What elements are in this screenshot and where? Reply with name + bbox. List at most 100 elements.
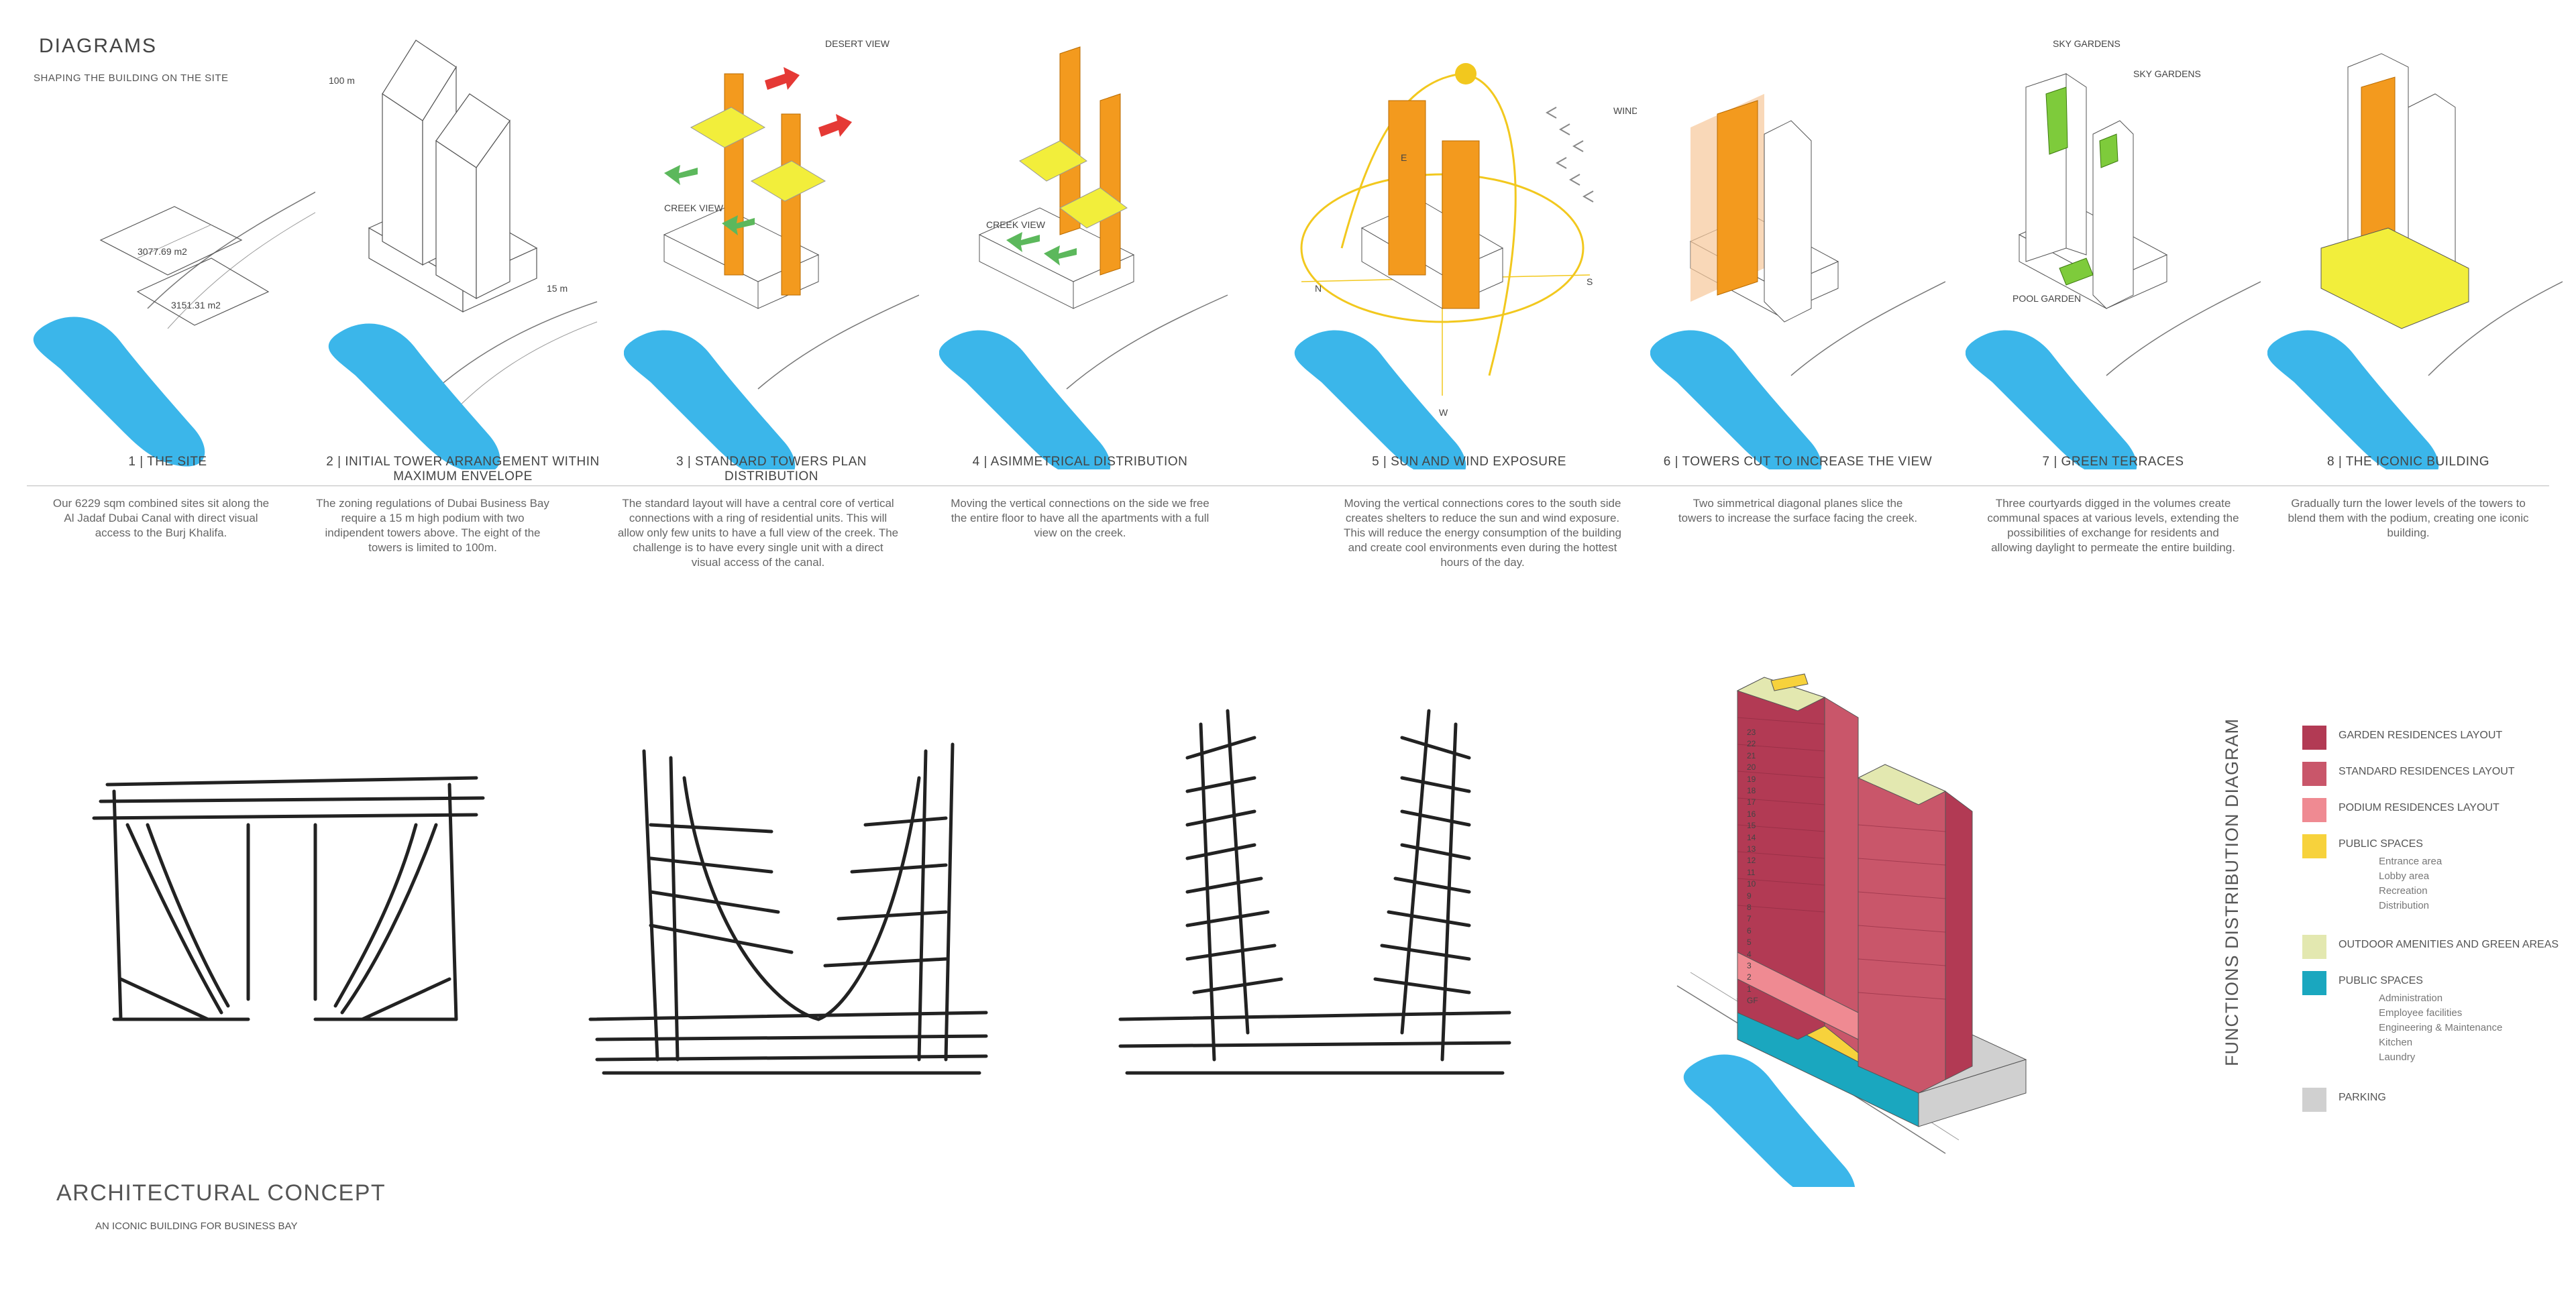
sky-garden-icon [2045,87,2068,155]
floor-number: 20 [1747,762,1756,773]
floor-number: 13 [1747,844,1756,854]
concept-sketch-3 [1118,709,1511,1075]
desert-view-arrow-icon [765,67,800,90]
floor-number: 5 [1747,937,1752,948]
caption-towers-cut: 6 | TOWERS CUT TO INCREASE THE VIEW [1663,455,1933,469]
compass-north: N [1315,283,1322,294]
legend-label: PARKING [2339,1092,2386,1103]
floor-number: GF [1747,996,1758,1006]
sky-gardens-label-1: SKY GARDENS [2053,38,2121,49]
wind-label: WIND [1613,105,1637,116]
floor-number: 10 [1747,879,1756,889]
sun-icon [1455,63,1477,84]
description-site: Our 6229 sqm combined sites sit along th… [52,497,270,539]
floor-number: 18 [1747,786,1756,795]
floor-number: 9 [1747,891,1752,901]
legend-swatch [2302,935,2326,959]
panel-sun-wind: N S W E WIND [1288,27,1637,469]
creek-view-arrow-icon [1006,232,1040,252]
sky-garden-icon [2099,133,2118,168]
site-area-top: 3077.69 m2 [138,246,187,257]
description-initial-tower: The zoning regulations of Dubai Business… [316,497,549,554]
legend-label: STANDARD RESIDENCES LAYOUT [2339,766,2515,777]
desert-view-label: DESERT VIEW [825,38,890,49]
legend-label: GARDEN RESIDENCES LAYOUT [2339,730,2503,741]
architectural-concept-subtitle: AN ICONIC BUILDING FOR BUSINESS BAY [95,1220,298,1232]
legend-swatch [2302,834,2326,858]
floor-number: 4 [1747,949,1752,959]
floor-number: 7 [1747,914,1752,924]
floor-number: 17 [1747,797,1756,807]
canal-water-icon [939,330,1111,469]
canal-water-icon [1966,330,2137,469]
panel-towers-cut [1650,27,1945,469]
floor-number: 22 [1747,739,1756,749]
creek-view-arrow-icon [722,215,755,235]
legend-sub-item: Engineering & Maintenance [2379,1022,2503,1033]
functions-building-diagram [1676,673,2027,1187]
legend-swatch [2302,971,2326,995]
concept-sketch-2 [588,742,988,1075]
floor-number: 12 [1747,856,1756,866]
sky-gardens-label-2: SKY GARDENS [2133,68,2201,79]
legend-sub-item: Employee facilities [2379,1007,2463,1019]
pool-garden-icon [2059,258,2094,286]
canal-water-icon [33,317,205,467]
legend-sub-item: Kitchen [2379,1037,2413,1048]
legend-label: PUBLIC SPACES [2339,975,2423,986]
canal-water-icon [2267,330,2439,469]
functions-diagram-title: FUNCTIONS DISTRIBUTION DIAGRAM [2222,718,2242,1066]
creek-view-arrow-icon [664,165,698,185]
legend-sub-item: Administration [2379,992,2443,1004]
site-area-bottom: 3151.31 m2 [171,300,221,310]
floor-number: 6 [1747,925,1752,935]
floor-number: 19 [1747,774,1756,784]
legend-swatch [2302,726,2326,750]
height-15m-label: 15 m [547,283,568,294]
canal-water-icon [1650,330,1822,469]
diagrams-subtitle: SHAPING THE BUILDING ON THE SITE [34,72,229,84]
description-green-terraces: Three courtyards digged in the volumes c… [1987,497,2239,554]
description-iconic-building: Gradually turn the lower levels of the t… [2288,497,2529,539]
floor-number: 8 [1747,903,1752,912]
legend-swatch [2302,762,2326,786]
caption-asymmetrical: 4 | ASIMMETRICAL DISTRIBUTION [972,455,1188,469]
legend-sub-item: Distribution [2379,900,2430,911]
floor-number: 14 [1747,832,1756,842]
description-standard-plan: The standard layout will have a central … [617,497,899,569]
legend-label: PUBLIC SPACES [2339,838,2423,850]
wind-arrows-icon [1545,107,1594,203]
panel-asymmetrical: CREEK VIEW [939,27,1234,469]
compass-west: W [1439,407,1448,418]
floor-number: 2 [1747,972,1752,982]
compass-east: E [1401,152,1407,163]
legend-sub-item: Recreation [2379,885,2428,897]
caption-iconic-building: 8 | THE ICONIC BUILDING [2326,455,2489,469]
caption-green-terraces: 7 | GREEN TERRACES [2042,455,2184,469]
creek-view-label: CREEK VIEW [986,219,1046,230]
legend-swatch [2302,1088,2326,1112]
panel-iconic-building [2267,27,2563,469]
desert-view-arrow-icon [818,114,852,137]
creek-view-arrow-icon [1044,245,1077,266]
caption-initial-tower: 2 | INITIAL TOWER ARRANGEMENT WITHIN MAX… [326,455,600,483]
panel-green-terraces: SKY GARDENS SKY GARDENS POOL GARDEN [1966,27,2261,469]
canal-water-icon [328,323,500,469]
diagrams-title: DIAGRAMS [39,35,158,57]
pool-garden-label: POOL GARDEN [2012,293,2081,304]
legend-sub-item: Entrance area [2379,856,2443,867]
legend-sub-item: Laundry [2379,1051,2416,1063]
panel-initial-tower: 100 m 15 m [315,27,610,469]
floor-number: 16 [1747,809,1756,819]
description-asymmetrical: Moving the vertical connections on the s… [951,497,1210,539]
panel-standard-plan: DESERT VIEW CREEK VIEW [624,27,919,469]
concept-sketch-1 [92,776,485,1021]
legend-label: OUTDOOR AMENITIES AND GREEN AREAS [2339,939,2559,950]
creek-view-label: CREEK VIEW [664,203,724,213]
canal-water-icon [624,330,796,469]
description-sun-wind: Moving the vertical connections cores to… [1344,497,1621,569]
compass-south: S [1587,276,1593,287]
legend-swatch [2302,798,2326,822]
canal-water-icon [1294,330,1466,469]
panel-site: 3077.69 m2 3151.31 m2 [20,27,315,469]
